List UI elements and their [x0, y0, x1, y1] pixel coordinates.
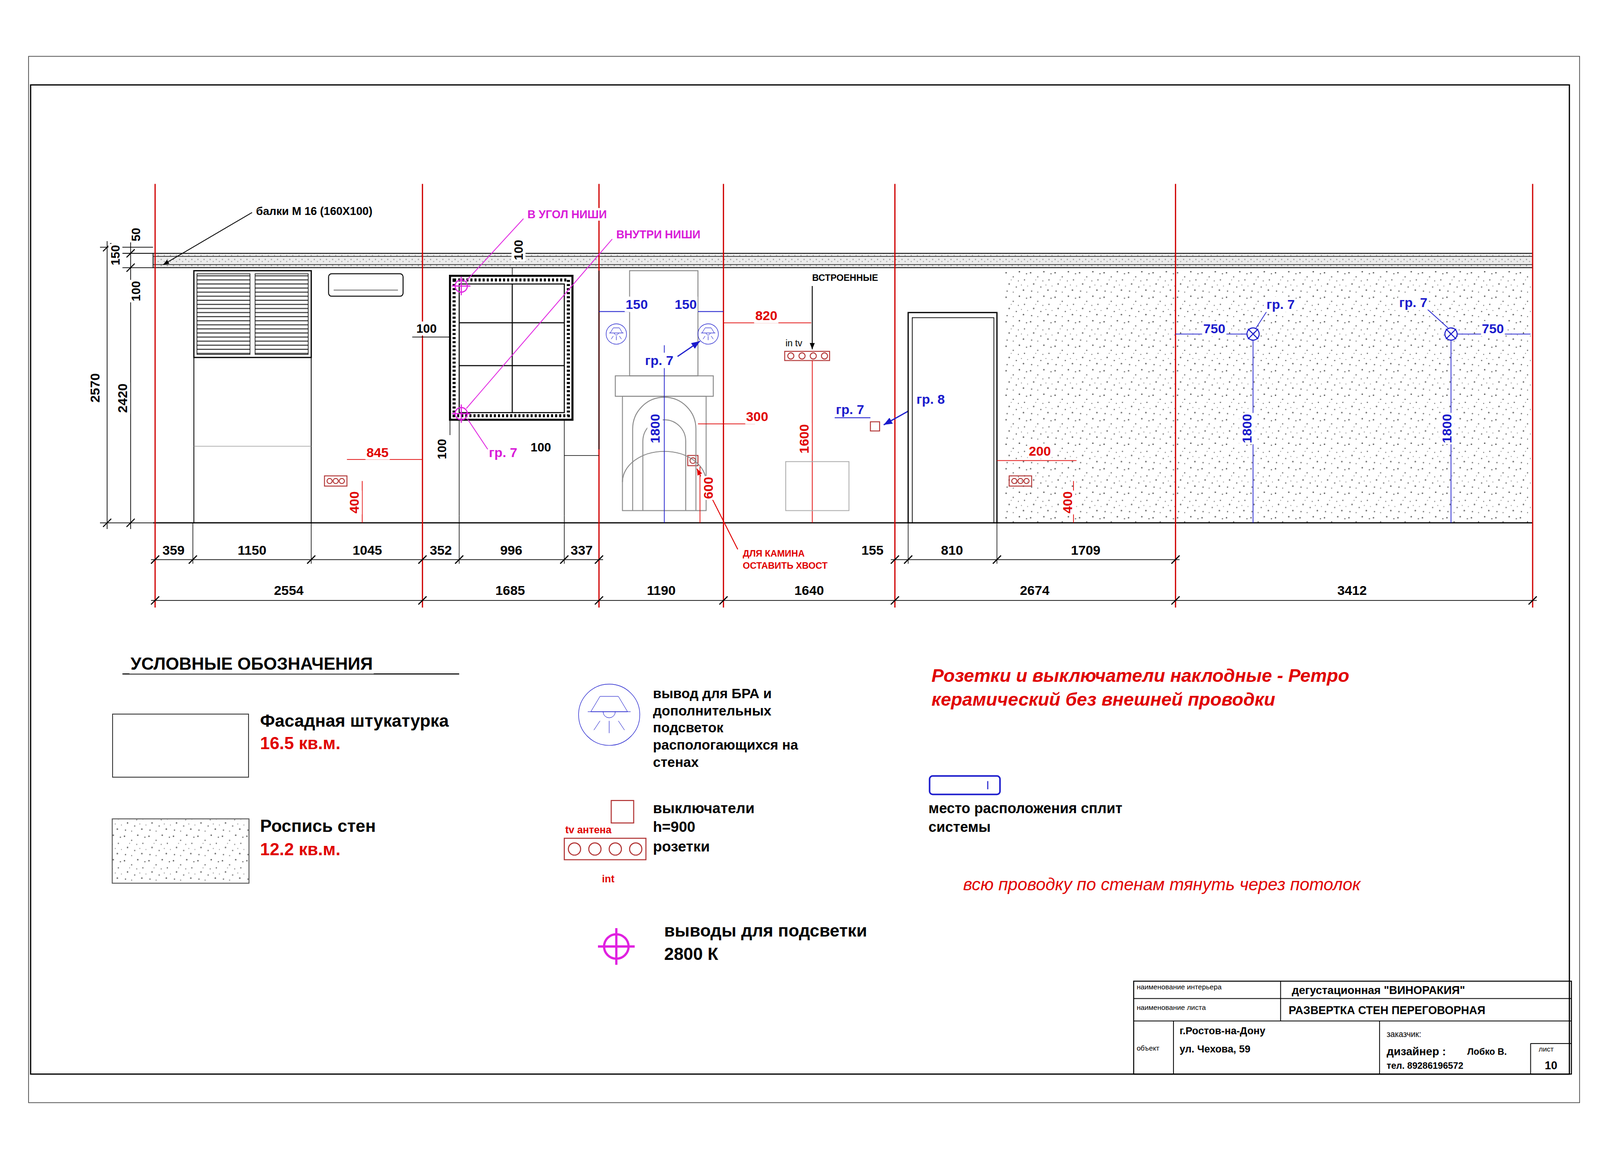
dimension-value: 2554 — [273, 582, 305, 598]
note-text: В УГОЛ НИШИ — [526, 207, 608, 221]
title-cell: ул. Чехова, 59 — [1178, 1043, 1252, 1055]
title-cell: дегустационная "ВИНОРАКИЯ" — [1290, 983, 1466, 997]
dimension-value: 100 — [415, 321, 438, 336]
dimension-value: 50 — [128, 227, 143, 243]
dimension-value: 1709 — [1070, 542, 1102, 558]
dimension-value: 400 — [1059, 490, 1075, 514]
group-tag: гр. 7 — [488, 444, 519, 460]
title-cell: г.Ростов-на-Дону — [1178, 1024, 1267, 1037]
title-cell: дизайнер : — [1385, 1044, 1447, 1058]
dimension-value: 996 — [499, 542, 524, 558]
group-tag: гр. 7 — [644, 352, 675, 369]
dimension-value: 2674 — [1018, 582, 1051, 598]
title-cell: 10 — [1543, 1059, 1559, 1073]
group-tag: гр. 7 — [1265, 296, 1296, 313]
group-tag: гр. 7 — [1398, 294, 1429, 310]
title-cell: Лобко В. — [1466, 1045, 1508, 1057]
dimension-value: 100 — [128, 279, 143, 303]
legend-swatch — [112, 713, 249, 778]
legend-text: вывод для БРА и дополнительных подсветок… — [652, 684, 808, 771]
dimension-value: 400 — [346, 490, 363, 514]
dimension-value: 820 — [754, 307, 779, 324]
dimension-value: 845 — [365, 444, 390, 460]
dimension-value: 155 — [860, 542, 885, 558]
title-cell: наименование листа — [1135, 1002, 1207, 1012]
dimension-value: 150 — [673, 296, 698, 313]
dimension-value: 150 — [108, 243, 123, 267]
dimension-value: 1600 — [796, 423, 812, 455]
dimension-value: 750 — [1480, 320, 1505, 337]
title-cell: тел. 89286196572 — [1385, 1059, 1465, 1071]
note-text: балки М 16 (160Х100) — [255, 204, 374, 218]
note-text: ОСТАВИТЬ ХВОСТ — [741, 560, 829, 571]
area-value: 12.2 кв.м. — [259, 839, 342, 860]
dimension-value: 1800 — [1239, 412, 1255, 445]
note-text: ВНУТРИ НИШИ — [615, 228, 702, 242]
dimension-value: 3412 — [1336, 582, 1368, 598]
dimension-value: 1190 — [646, 582, 677, 598]
dimension-value: 600 — [700, 475, 717, 500]
dimension-value: 352 — [428, 542, 453, 558]
dimension-value: 150 — [624, 296, 649, 313]
legend-text: место расположения сплит системы — [927, 798, 1124, 837]
dimension-value: 200 — [1027, 443, 1052, 459]
title-cell: РАЗВЕРТКА СТЕН ПЕРЕГОВОРНАЯ — [1287, 1003, 1487, 1017]
legend-text: выключатели h=900 — [652, 798, 797, 836]
note-text: tv антена — [564, 823, 613, 836]
dimension-value: 1685 — [494, 582, 527, 598]
group-tag: гр. 7 — [834, 401, 866, 418]
legend-text: Роспись стен — [259, 815, 377, 836]
dimension-value: 300 — [745, 408, 769, 425]
group-tag: гр. 8 — [915, 391, 946, 407]
dimension-value: 1045 — [351, 542, 384, 558]
note-text: ДЛЯ КАМИНА — [741, 547, 806, 559]
dimension-value: 359 — [161, 542, 186, 558]
dimension-value: 750 — [1202, 320, 1227, 337]
dimension-value: 100 — [511, 238, 526, 262]
title-cell: объект — [1135, 1043, 1161, 1053]
dimension-value: 2570 — [87, 371, 103, 404]
legend-text: розетки — [652, 837, 712, 855]
note-text: Розетки и выключатели наклодные - Ретро … — [930, 663, 1361, 712]
dimension-value: 2420 — [114, 382, 131, 414]
dimension-value: 100 — [434, 437, 449, 461]
title-cell: лист — [1537, 1045, 1555, 1054]
legend-heading: УСЛОВНЫЕ ОБОЗНАЧЕНИЯ — [129, 653, 374, 674]
dimension-value: 1640 — [793, 582, 825, 598]
dimension-value: 337 — [569, 542, 594, 558]
legend-text: выводы для подсветки 2800 К — [663, 918, 880, 966]
dimension-value: 100 — [529, 440, 553, 455]
dimension-value: 1800 — [1439, 412, 1455, 445]
note-text: in tv — [784, 337, 804, 349]
dimension-value: 1800 — [647, 412, 663, 445]
area-value: 16.5 кв.м. — [259, 732, 342, 754]
legend-text: Фасадная штукатурка — [259, 710, 450, 731]
title-cell: наименование интерьера — [1135, 982, 1223, 991]
dimension-value: 810 — [939, 542, 964, 558]
note-text: всю проводку по стенам тянуть через пото… — [962, 873, 1362, 894]
title-cell: заказчик: — [1385, 1029, 1423, 1039]
note-text: int — [601, 872, 616, 885]
note-text: ВСТРОЕННЫЕ — [811, 272, 880, 284]
dimension-value: 1150 — [236, 542, 268, 558]
